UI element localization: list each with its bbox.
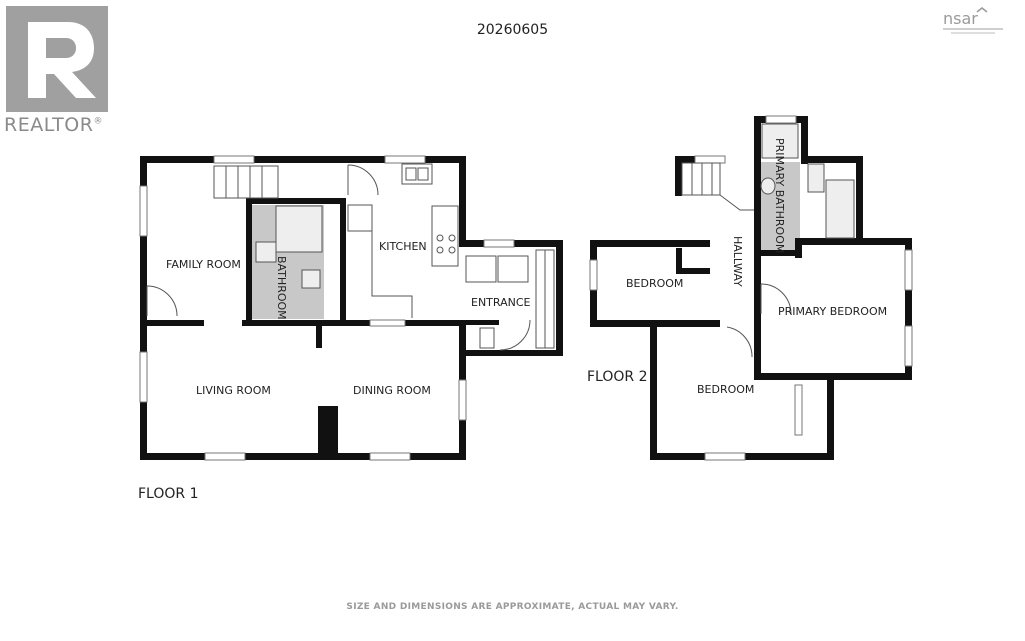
floor2-windows	[589, 115, 913, 461]
hallway-label: HALLWAY	[731, 236, 744, 287]
primary-bathroom-fixtures	[760, 123, 855, 239]
entrance-label: ENTRANCE	[471, 296, 531, 309]
disclaimer: SIZE AND DIMENSIONS ARE APPROXIMATE, ACT…	[346, 602, 679, 612]
floor1-windows	[139, 155, 515, 461]
realtor-logo-icon	[6, 6, 108, 112]
floor2-doors	[726, 283, 792, 358]
living-room-label: LIVING ROOM	[196, 384, 271, 397]
svg-text:nsar: nsar	[943, 9, 978, 28]
kitchen-fixtures	[347, 163, 459, 318]
bedroom-left-label: BEDROOM	[626, 277, 683, 290]
family-room-label: FAMILY ROOM	[166, 258, 241, 271]
bathroom-label: BATHROOM	[275, 256, 288, 320]
floor2-plan	[589, 115, 913, 461]
dining-room-label: DINING ROOM	[353, 384, 431, 397]
primary-bedroom-label: PRIMARY BEDROOM	[778, 305, 887, 318]
bathroom-fixtures	[255, 205, 323, 289]
floor1-plan	[139, 155, 563, 461]
primary-bathroom-floor	[760, 162, 800, 252]
primary-bathroom-label: PRIMARY BATHROOM	[773, 138, 786, 253]
floor1-doors	[146, 285, 178, 317]
kitchen-label: KITCHEN	[379, 240, 427, 253]
entrance-fixtures	[465, 249, 555, 351]
nsar-logo-icon: nsar	[943, 7, 1003, 34]
bedroom-bottom-label: BEDROOM	[697, 383, 754, 396]
floor2-label: FLOOR 2	[587, 369, 647, 385]
floor2-stairs	[681, 162, 754, 211]
floor1-stairs	[213, 165, 279, 199]
floor1-label: FLOOR 1	[138, 486, 198, 502]
listing-code: 20260605	[476, 22, 549, 38]
realtor-wordmark: REALTOR®	[4, 114, 103, 136]
